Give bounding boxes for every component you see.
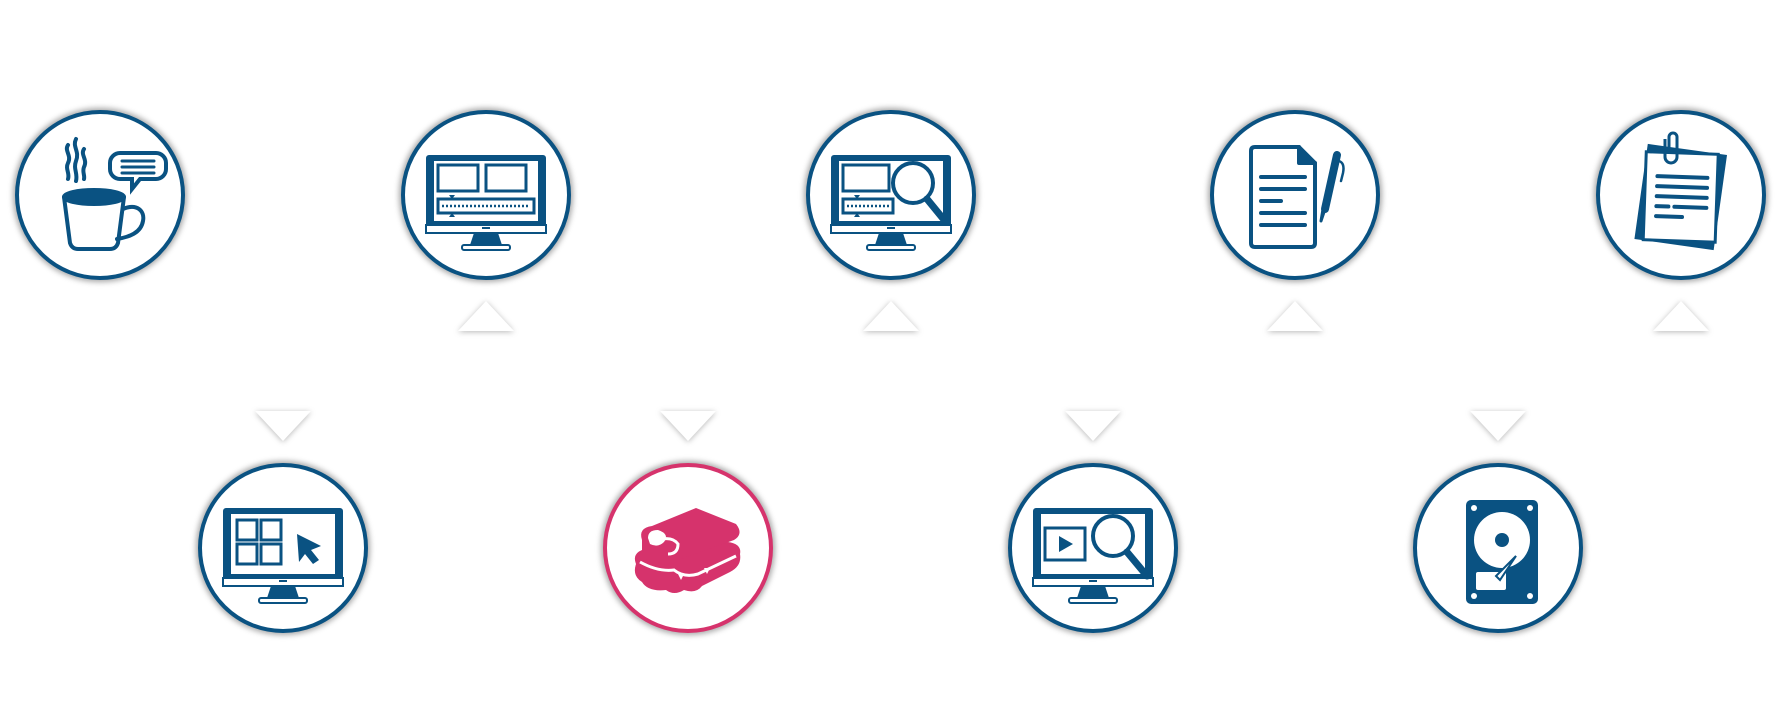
step-1-coffee-break bbox=[15, 110, 185, 280]
connector-down-arrow-icon bbox=[1065, 411, 1121, 441]
screen-video-search-icon bbox=[1032, 508, 1154, 604]
clipped-papers-icon bbox=[1634, 131, 1728, 251]
connector-up-arrow-icon bbox=[458, 301, 514, 331]
connector-down-arrow-icon bbox=[660, 411, 716, 441]
document-pen-icon bbox=[1249, 145, 1345, 249]
step-8-archive bbox=[1413, 463, 1583, 633]
sandwich-icon bbox=[634, 508, 741, 593]
step-3-video-edit bbox=[401, 110, 571, 280]
hard-drive-icon bbox=[1466, 500, 1538, 604]
connector-up-arrow-icon bbox=[863, 301, 919, 331]
step-4-lunch-break bbox=[603, 463, 773, 633]
connector-down-arrow-icon bbox=[255, 411, 311, 441]
screen-timeline-search-icon bbox=[830, 155, 952, 251]
connector-up-arrow-icon bbox=[1653, 301, 1709, 331]
step-7-documentation bbox=[1210, 110, 1380, 280]
step-5-video-review bbox=[806, 110, 976, 280]
step-2-select-footage bbox=[198, 463, 368, 633]
coffee-chat-icon bbox=[62, 137, 168, 251]
step-9-reports bbox=[1596, 110, 1766, 280]
screen-grid-cursor-icon bbox=[222, 508, 344, 604]
connector-up-arrow-icon bbox=[1267, 301, 1323, 331]
step-6-video-check bbox=[1008, 463, 1178, 633]
connector-down-arrow-icon bbox=[1470, 411, 1526, 441]
screen-video-timeline-icon bbox=[425, 155, 547, 251]
